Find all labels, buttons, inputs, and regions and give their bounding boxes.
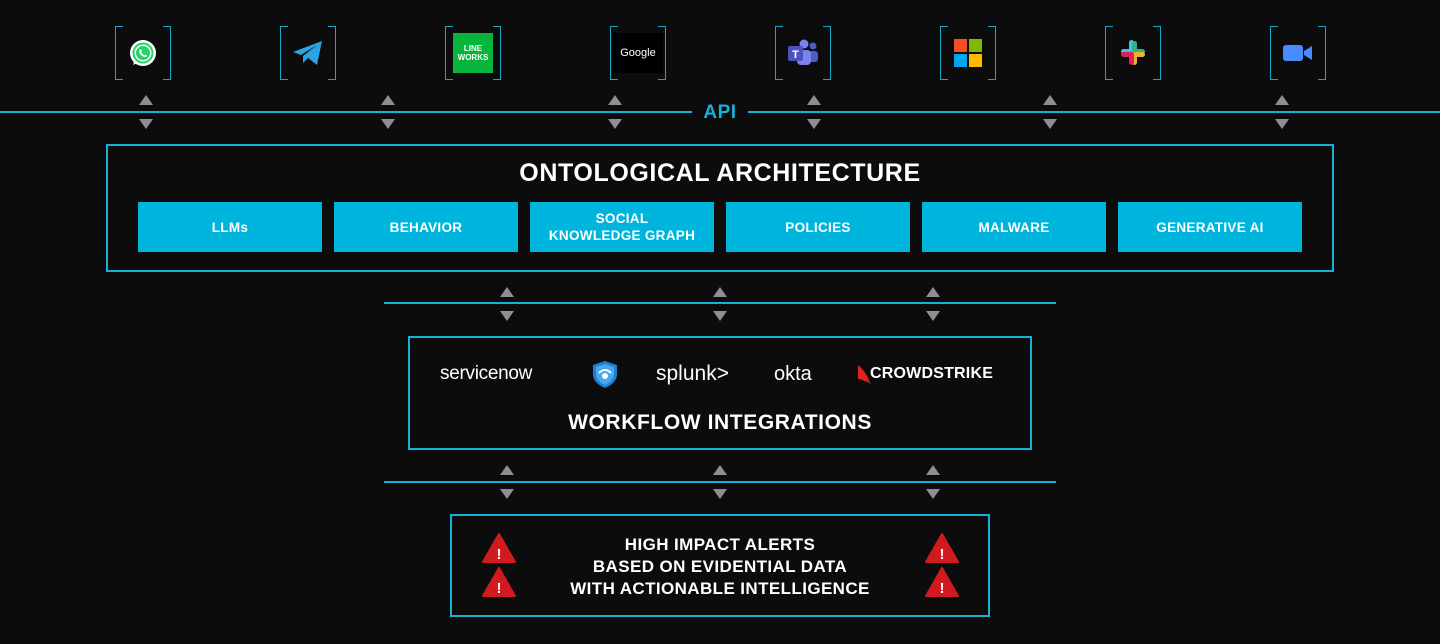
telegram-icon — [291, 36, 325, 70]
line-works-icon: LINE WORKS — [453, 33, 493, 73]
chip-generative-ai[interactable]: GENERATIVE AI — [1118, 202, 1302, 252]
chip-policies[interactable]: POLICIES — [726, 202, 910, 252]
warning-icon: ! — [925, 567, 959, 597]
api-label: API — [692, 101, 748, 125]
alerts-text: HIGH IMPACT ALERTS BASED ON EVIDENTIAL D… — [452, 534, 988, 600]
warning-icon: ! — [482, 533, 516, 563]
svg-text:!: ! — [497, 546, 502, 563]
arrow-down-icon — [500, 489, 514, 499]
chip-malware[interactable]: MALWARE — [922, 202, 1106, 252]
arrow-up-icon — [139, 95, 153, 105]
ontology-title: ONTOLOGICAL ARCHITECTURE — [519, 159, 921, 187]
google-icon: Google — [613, 33, 663, 73]
arrow-up-icon — [926, 465, 940, 475]
app-tile-zoom[interactable] — [1270, 26, 1326, 80]
arrow-down-icon — [500, 311, 514, 321]
splunk-logo: splunk> — [656, 362, 729, 385]
warning-icon: ! — [482, 567, 516, 597]
arrow-up-icon — [713, 287, 727, 297]
arrow-down-icon — [1275, 119, 1289, 129]
app-tile-whatsapp[interactable] — [115, 26, 171, 80]
connector-line-upper — [384, 302, 1056, 304]
warning-icon: ! — [925, 533, 959, 563]
svg-text:!: ! — [497, 580, 502, 597]
arrow-up-icon — [926, 287, 940, 297]
arrow-up-icon — [807, 95, 821, 105]
arrow-down-icon — [1043, 119, 1057, 129]
microsoft-icon — [951, 36, 985, 70]
chip-llms[interactable]: LLMs — [138, 202, 322, 252]
arrow-down-icon — [139, 119, 153, 129]
crowdstrike-logo: CROWDSTRIKE — [858, 357, 993, 391]
app-tile-telegram[interactable] — [280, 26, 336, 80]
arrow-down-icon — [926, 311, 940, 321]
arrow-down-icon — [713, 311, 727, 321]
app-tile-microsoft[interactable] — [940, 26, 996, 80]
app-tile-teams[interactable]: T — [775, 26, 831, 80]
svg-text:!: ! — [940, 546, 945, 563]
arrow-down-icon — [381, 119, 395, 129]
teams-icon: T — [786, 36, 820, 70]
svg-text:!: ! — [940, 580, 945, 597]
arrow-down-icon — [807, 119, 821, 129]
arrow-up-icon — [1275, 95, 1289, 105]
servicenow-logo: servicenow — [440, 363, 533, 384]
arrow-up-icon — [500, 287, 514, 297]
ontological-architecture-box: ONTOLOGICAL ARCHITECTURE — [106, 144, 1334, 272]
svg-text:T: T — [792, 49, 799, 61]
alert-line: WITH ACTIONABLE INTELLIGENCE — [570, 579, 870, 598]
slack-icon — [1116, 36, 1150, 70]
app-tile-google[interactable]: Google — [610, 26, 666, 80]
zoom-icon — [1281, 36, 1315, 70]
app-tile-line-works[interactable]: LINE WORKS — [445, 26, 501, 80]
shield-icon — [590, 357, 620, 391]
arrow-down-icon — [608, 119, 622, 129]
arrow-up-icon — [500, 465, 514, 475]
okta-logo: okta — [774, 362, 812, 385]
workflow-integrations-box: WORKFLOW INTEGRATIONS — [408, 336, 1032, 450]
alert-line: HIGH IMPACT ALERTS — [624, 535, 816, 554]
arrow-down-icon — [926, 489, 940, 499]
app-tile-slack[interactable] — [1105, 26, 1161, 80]
connector-line-lower — [384, 481, 1056, 483]
arrow-up-icon — [608, 95, 622, 105]
arrow-up-icon — [381, 95, 395, 105]
falcon-icon — [858, 365, 871, 385]
alerts-box — [450, 514, 990, 617]
alert-line: BASED ON EVIDENTIAL DATA — [592, 557, 848, 576]
workflow-title: WORKFLOW INTEGRATIONS — [568, 411, 872, 434]
arrow-up-icon — [713, 465, 727, 475]
chip-behavior[interactable]: BEHAVIOR — [334, 202, 518, 252]
whatsapp-icon — [126, 36, 160, 70]
chip-social-knowledge-graph[interactable]: SOCIAL KNOWLEDGE GRAPH — [530, 202, 714, 252]
arrow-up-icon — [1043, 95, 1057, 105]
arrow-down-icon — [713, 489, 727, 499]
